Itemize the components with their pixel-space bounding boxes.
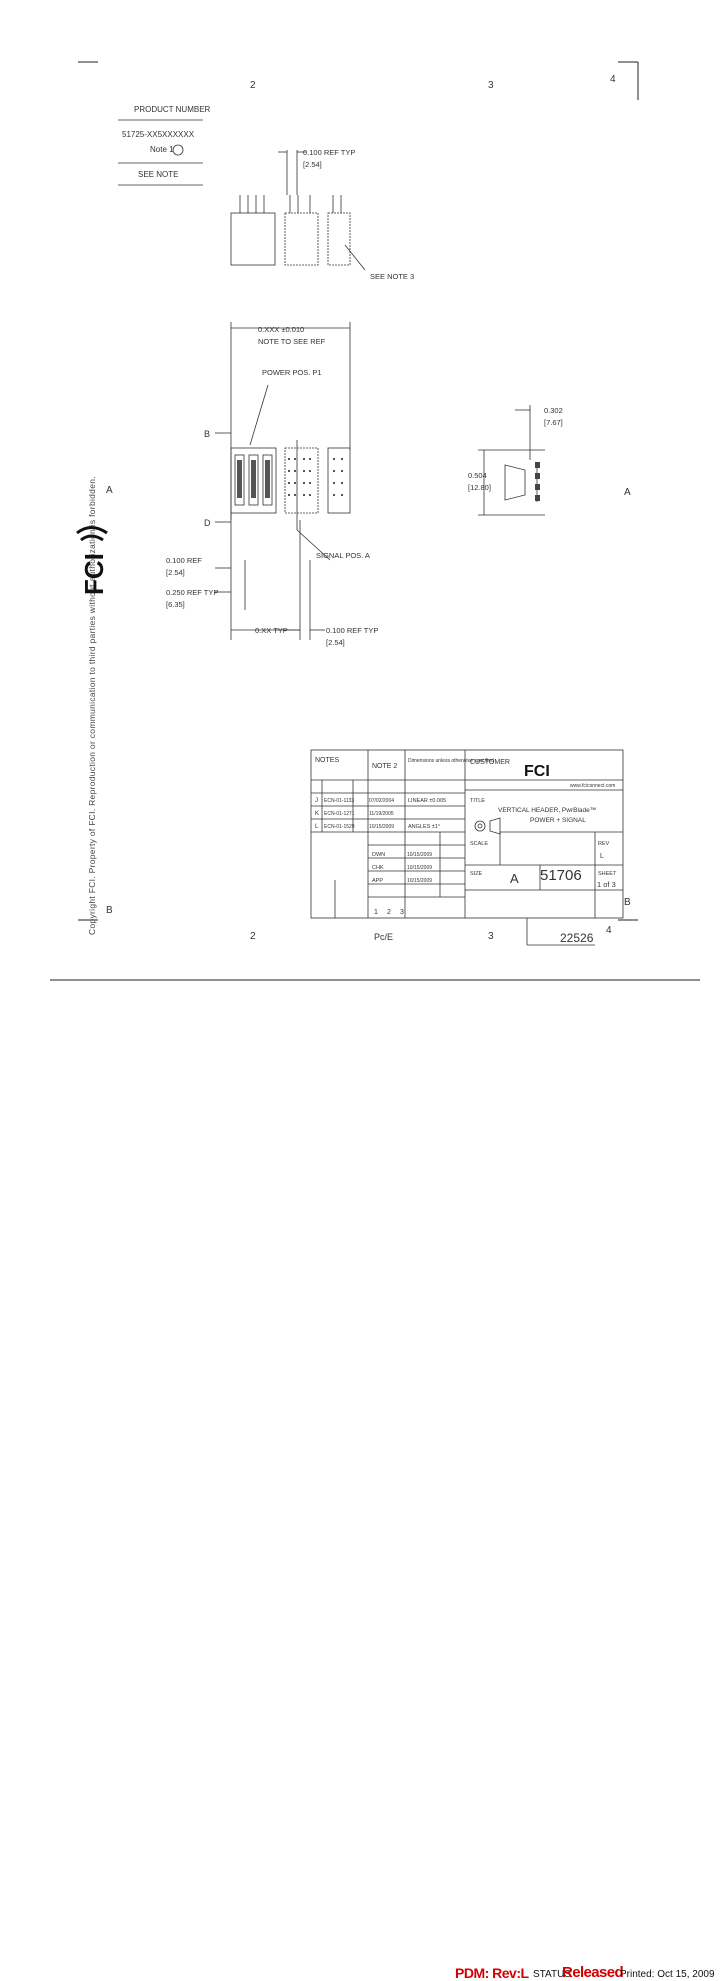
tolerance-row-1: LINEAR ±0.005 [408,798,446,804]
sheet-num-1: 1 [374,909,378,916]
sign-row-dwn-role: DWN [372,852,385,858]
zone-number-top-2: 2 [250,80,256,91]
sheet-value: 1 of 3 [597,880,616,889]
bottom-pitch-label: 0.100 REF TYP [326,626,378,635]
sign-row-dwn-date: 10/15/2009 [407,852,432,858]
signature-rows: DWN 10/15/2009 CHK 10/15/2009 APP 10/15/… [372,852,432,884]
sign-row-app-date: 10/15/2009 [407,878,432,884]
rev-row-j-ecn: ECN-01-1133 [324,798,354,804]
top-view [230,150,366,271]
title-line-1: VERTICAL HEADER, PwrBlade™ [498,807,596,814]
sign-row-chk-date: 10/15/2009 [407,865,432,871]
revision-rows: J ECN-01-1133 07/02/2004 K ECN-01-1271 1… [315,798,394,830]
rev-row-j-rev: J [315,798,318,804]
title-block-lines [310,749,624,946]
zone-number-top-3: 3 [488,80,494,91]
left-pitch-a-mm: [2.54] [166,568,185,577]
overall-note-label: NOTE TO SEE REF [258,337,326,346]
status-footer: PDM: Rev:L STATUS Released Printed: Oct … [0,980,720,1981]
zone-letter-left-a: A [106,485,113,496]
pc-e-label: Pc/E [374,932,393,942]
title-block-fci-logo: FCI [524,763,550,780]
tolerance-row-2: ANGLES ±1° [408,824,440,830]
front-view [215,322,351,640]
product-part-number: 51725-XX5XXXXXX [122,130,195,139]
zone-number-bottom-4: 4 [606,925,612,936]
rev-row-l-ecn: ECN-01-1529 [324,824,355,830]
side-view [478,405,545,516]
power-pos-label: POWER POS. P1 [262,368,322,377]
marker-b-label: B [204,429,210,439]
title-label: TITLE [470,798,485,804]
sheet-num-2: 2 [387,909,391,916]
title-line-2: POWER + SIGNAL [530,817,586,824]
top-pitch-mm: [2.54] [303,160,322,169]
side-copyright-text: Copyright FCI. Property of FCI. Reproduc… [87,476,97,935]
size-value: A [510,871,519,886]
left-pitch-b-mm: [6.35] [166,600,185,609]
fci-side-logo: FCI [76,526,109,595]
front-view-pins [237,458,343,498]
bottom-span-label: 0.XX TYP [255,626,288,635]
zone-letter-right-b: B [624,897,631,908]
sheet-label: SHEET [598,871,617,877]
rev-row-k-rev: K [315,811,319,817]
rev-value: L [600,853,604,860]
document-number: 22526 [560,931,594,945]
rev-row-k-ecn: ECN-01-1271 [324,811,355,817]
drawing-sheet: 2 3 4 A A B B 2 3 4 Copyright FCI. Prope… [50,61,700,981]
see-note-3-label: SEE NOTE 3 [370,272,414,281]
side-view-pins [535,462,540,501]
drawing-number: 51706 [540,867,582,884]
status-value: Released [562,1964,624,1981]
customer-label: CUSTOMER [470,759,510,766]
note-1-circle-icon [172,144,184,156]
size-label: SIZE [470,871,483,877]
signal-pos-label: SIGNAL POS. A [316,551,370,560]
zone-number-bottom-2: 2 [250,931,256,942]
marker-d-label: D [204,518,211,528]
right-width-mm: [7.67] [544,418,563,427]
zone-number-bottom-3: 3 [488,931,494,942]
right-width-label: 0.302 [544,406,563,415]
website-label: www.fciconnect.com [570,783,615,789]
rev-row-j-date: 07/02/2004 [369,798,394,804]
right-height-label: 0.504 [468,471,487,480]
product-see-note: SEE NOTE [138,170,178,179]
bottom-pitch-mm: [2.54] [326,638,345,647]
projection-symbol-icon [474,817,501,835]
sign-row-chk-role: CHK [372,865,384,871]
pdm-revision: PDM: Rev:L [455,1965,529,1981]
left-pitch-b-label: 0.250 REF TYP [166,588,218,597]
product-note-ref: Note 1 [150,145,174,154]
rev-row-l-date: 10/15/2009 [369,824,394,830]
sign-row-app-role: APP [372,878,383,884]
notes-header: NOTES [315,757,339,764]
product-number-header: PRODUCT NUMBER [134,105,211,114]
zone-letter-right-a: A [624,487,631,498]
rev-label: REV [598,841,610,847]
rev-row-l-rev: L [315,824,319,830]
scale-label: SCALE [470,841,488,847]
see-note-2: NOTE 2 [372,763,397,770]
overall-length-label: 0.XXX ±0.010 [258,325,304,334]
printed-date: Printed: Oct 15, 2009 [620,1969,715,1980]
right-height-mm: [12.80] [468,483,491,492]
zone-number-top-4: 4 [610,74,616,85]
top-pitch-label: 0.100 REF TYP [303,148,355,157]
tolerance-header: Dimensions unless otherwise specified [408,758,494,764]
sheet-num-3: 3 [400,909,404,916]
product-number-table [118,119,203,186]
svg-text:FCI: FCI [79,553,109,595]
sheet-border [50,61,700,981]
left-pitch-a-label: 0.100 REF [166,556,202,565]
rev-row-k-date: 11/19/2005 [369,811,394,817]
zone-letter-left-b: B [106,905,113,916]
